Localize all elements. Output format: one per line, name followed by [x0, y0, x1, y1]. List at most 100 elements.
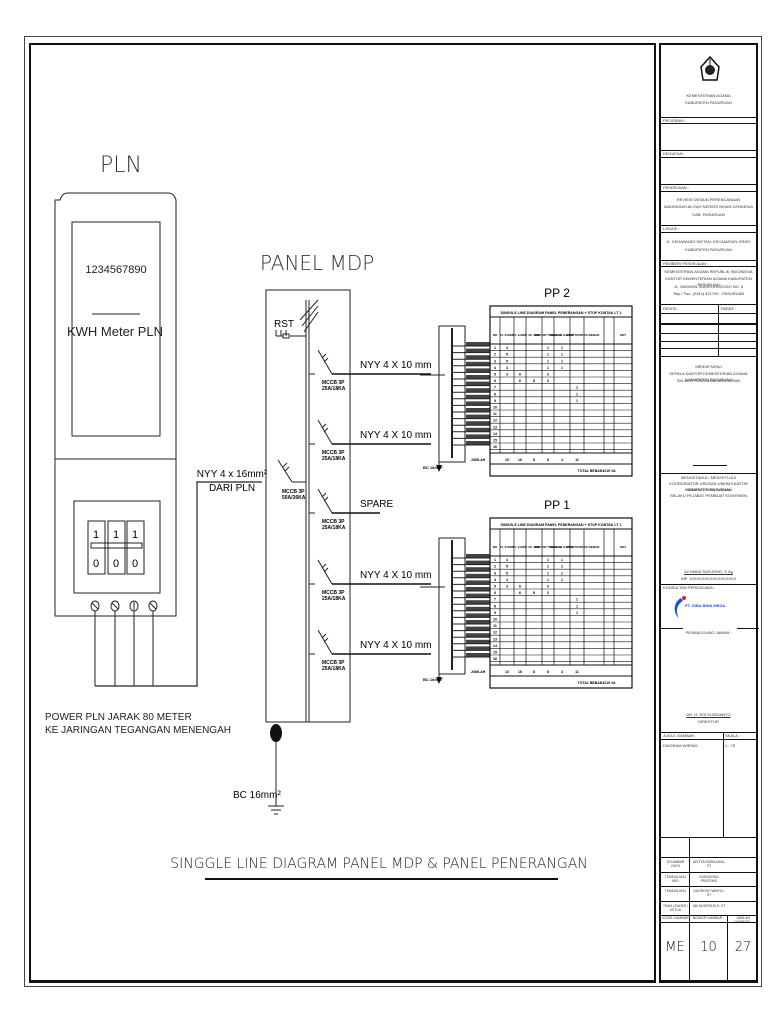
feeder-breaker-label: MCCB 3P	[322, 590, 345, 596]
feeder-cable-label: NYY 4 X 10 mm	[360, 570, 432, 581]
table-cell: 1	[547, 353, 549, 357]
terminal-connectors	[90, 481, 262, 687]
total-beban-label: TOTAL BEBAN	[578, 681, 603, 685]
circuit-no: 16	[493, 657, 497, 661]
staff-role: TENAGA AHLI	[664, 889, 687, 893]
kegiatan-label: KEGIATAN :	[663, 151, 685, 156]
breaker-box	[73, 500, 161, 594]
staff-name: ADI NUGROHO K, ST	[692, 903, 726, 908]
kwh-meter-housing	[54, 192, 177, 617]
table-cell: 6	[519, 591, 521, 595]
ppk-name: ACHMAD SARJONO, S.Ag	[684, 569, 733, 574]
feeder-cable-label: NYY 4 X 10 mm	[360, 430, 432, 441]
total-cell: 8	[533, 458, 535, 462]
table-header: KET	[620, 333, 626, 337]
total-label: JUMLAH	[471, 458, 486, 462]
table-header: TL 1x36W	[513, 333, 527, 337]
nomor-label: NOMOR GAMBAR :	[692, 916, 725, 920]
kode-gambar: ME	[665, 940, 685, 955]
circuit-no: 6	[494, 591, 496, 595]
table-cell: 6	[519, 585, 521, 589]
load-schedule-table	[489, 517, 633, 689]
table-cell: 3	[547, 585, 549, 589]
table-cell: 1	[547, 359, 549, 363]
ground-arrow-icon	[436, 677, 442, 684]
staff-role: DIGAMBAR OLEH	[666, 860, 685, 868]
circuit-no: 10	[493, 406, 497, 410]
incoming-cable-label: NYY 4 x 16mm²	[197, 469, 268, 480]
table-header: TL 1x36W	[513, 545, 527, 549]
penanggung-jawab-label: PENANGGUNG JAWAB :	[685, 630, 732, 635]
table-cell: 1	[576, 598, 578, 602]
director-title: DIREKTUR	[698, 719, 719, 724]
skala-label: SKALA :	[725, 733, 740, 738]
drawing-title: SINGGLE LINE DIAGRAM PANEL MDP & PANEL P…	[170, 856, 588, 872]
kemenag-logo-icon	[700, 56, 720, 81]
staff-name: SUNGKONO PRATOMO	[699, 874, 719, 883]
feeder-breaker-label: MCCB 3P	[322, 380, 345, 386]
table-header: KET	[620, 545, 626, 549]
table-cell: 1	[576, 611, 578, 615]
load-schedule-table	[489, 305, 633, 477]
meter-label: KWH Meter PLN	[67, 324, 163, 339]
circuit-no: 9	[494, 399, 496, 403]
feeder-cable-label: SPARE	[360, 499, 393, 510]
pekerjaan-line-1: REVIEW DESAIN PERENCANAAN	[676, 197, 741, 202]
total-cell: 8	[547, 670, 549, 674]
circuit-no: 7	[494, 598, 496, 602]
circuit-no: 14	[493, 432, 497, 436]
feeder-breaker-rating: 25A/18KA	[322, 596, 346, 602]
program-label: PROGRAM :	[663, 118, 686, 123]
table-cell: 1	[547, 571, 549, 575]
consultant-name: PT. DIBA BINA MEGA	[685, 603, 726, 608]
circuit-no: 13	[493, 637, 497, 641]
total-cell: 11	[575, 670, 579, 674]
lokasi-line-2: KABUPATEN PASURUAN	[685, 247, 732, 252]
table-cell: 1	[576, 399, 578, 403]
mdp-busbar	[275, 299, 319, 722]
staff-name: ADITYA INDRAYANA, ST	[692, 860, 726, 868]
table-cell: 3	[547, 379, 549, 383]
total-cell: 4	[561, 670, 563, 674]
circuit-no: 15	[493, 439, 497, 443]
table-header: BEBAN	[589, 333, 600, 337]
table-cell: 3	[547, 591, 549, 595]
total-cell: 11	[575, 458, 579, 462]
ppk-nip: NIP. 19XXXXXXXXXXXXXXXX	[680, 576, 737, 581]
total-cell: 10	[505, 670, 509, 674]
kwh-meter-display-box	[71, 221, 161, 437]
table-cell: 1	[561, 578, 563, 582]
mengetahui-line-3: SELAKU PENGGUNA ANGGARAN	[676, 378, 741, 383]
ppk-line-3: KABUPATEN PASURUAN	[685, 487, 732, 492]
breaker-switches	[87, 520, 145, 575]
breaker-bottom-2: 0	[113, 558, 119, 570]
main-breaker-symbol	[277, 459, 306, 483]
circuit-no: 8	[494, 604, 496, 608]
ground-arrow-icon	[436, 465, 442, 472]
total-beban-label: TOTAL BEBAN	[578, 469, 603, 473]
table-cell: 5	[506, 571, 508, 575]
feeder-breaker-label: MCCB 3P	[322, 519, 345, 525]
table-cell: 6	[519, 379, 521, 383]
org-line-2: KABUPATEN PASURUAN	[685, 100, 732, 105]
table-cell: 1	[561, 359, 563, 363]
circuit-no: 16	[493, 445, 497, 449]
circuit-no: 10	[493, 618, 497, 622]
panel-name: PP 1	[544, 498, 570, 512]
table-header: SAKLAR GANDA	[550, 333, 575, 337]
feeder-breaker-rating: 25A/18KA	[322, 456, 346, 462]
circuit-no: 11	[493, 624, 497, 628]
table-header: BEBAN	[589, 545, 600, 549]
revisi-label: REVISI :	[663, 306, 679, 311]
table-cell: 3	[506, 585, 508, 589]
ground-cable-label: BC 16mm²	[233, 790, 281, 801]
table-cell: 6	[519, 373, 521, 377]
circuit-no: 2	[494, 353, 496, 357]
ppk-line-2: KOORDINATOR URUSAN UMUM KANTOR KEMENTERI…	[669, 481, 748, 492]
table-header: STOP KONTAK	[566, 545, 588, 549]
circuit-no: 5	[494, 585, 496, 589]
svg-text:BC 16mm²: BC 16mm²	[423, 465, 443, 470]
